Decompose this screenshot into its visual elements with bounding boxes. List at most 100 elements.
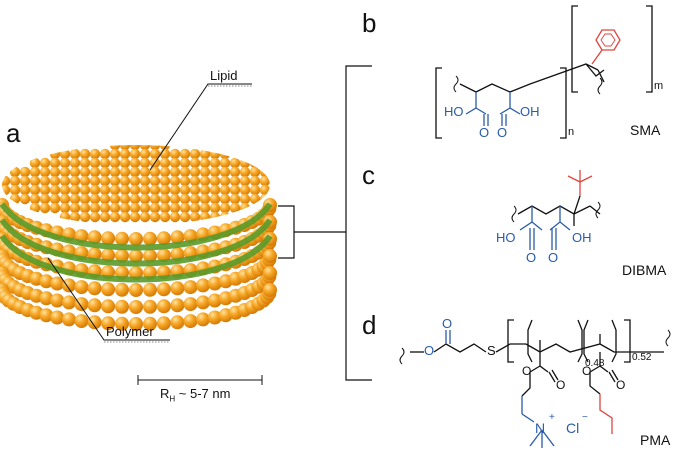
lipid-bead bbox=[139, 157, 151, 169]
lipid-bead bbox=[79, 193, 91, 205]
lipid-bead bbox=[19, 193, 31, 205]
sma-n-subscript: n bbox=[568, 126, 575, 138]
size-symbol: R bbox=[160, 386, 170, 401]
lipid-bead bbox=[129, 148, 141, 160]
dibma-oh-label: OH bbox=[572, 230, 592, 245]
lipid-bead bbox=[49, 193, 61, 205]
lipid-bead bbox=[199, 175, 211, 187]
lipid-bead bbox=[74, 280, 89, 295]
lipid-bead bbox=[219, 193, 231, 205]
lipid-bead bbox=[115, 248, 129, 263]
lipid-bead bbox=[196, 312, 210, 327]
lipid-bead bbox=[59, 193, 71, 205]
lipid-bead bbox=[87, 315, 102, 330]
lipid-bead bbox=[99, 193, 111, 205]
lipid-bead bbox=[69, 157, 81, 169]
lipid-bead bbox=[149, 175, 161, 187]
lipid-bead bbox=[239, 157, 251, 169]
lipid-bead bbox=[50, 293, 65, 308]
lipid-bead bbox=[109, 145, 121, 151]
polymer-label: Polymer bbox=[106, 324, 154, 339]
lipid-bead bbox=[259, 166, 270, 178]
lipid-bead bbox=[189, 175, 201, 187]
lipid-bead bbox=[89, 157, 101, 169]
pma-cl-label: Cl bbox=[566, 420, 580, 436]
lipid-bead bbox=[219, 157, 231, 169]
lipid-bead bbox=[169, 202, 181, 214]
lipid-bead bbox=[219, 175, 231, 187]
lipid-bead bbox=[179, 184, 191, 196]
lipid-bead bbox=[229, 157, 241, 169]
lipid-bead bbox=[79, 184, 91, 196]
lipid-bead bbox=[156, 316, 171, 331]
lipid-bead bbox=[39, 274, 54, 289]
lipid-bead bbox=[219, 166, 231, 178]
lipid-bead bbox=[159, 211, 171, 223]
lipid-bead bbox=[39, 202, 51, 214]
lipid-bead bbox=[239, 184, 251, 196]
lipid-bead bbox=[129, 175, 141, 187]
pma-name: PMA bbox=[640, 432, 671, 448]
lipid-bead bbox=[59, 148, 71, 160]
lipid-bead bbox=[207, 293, 222, 308]
lipid-bead bbox=[49, 202, 61, 214]
sma-oh-label: OH bbox=[520, 104, 540, 119]
lipid-bead bbox=[196, 278, 210, 293]
lipid-bead bbox=[219, 202, 231, 214]
lipid-bead bbox=[199, 211, 211, 223]
lipid-bead bbox=[74, 314, 89, 329]
lipid-bead bbox=[179, 211, 191, 223]
lipid-bead bbox=[2, 175, 11, 187]
lipid-bead bbox=[149, 202, 161, 214]
lipid-bead bbox=[59, 202, 71, 214]
nanodisc bbox=[0, 145, 277, 331]
lipid-bead bbox=[99, 157, 111, 169]
lipid-bead bbox=[119, 166, 131, 178]
lipid-bead bbox=[79, 175, 91, 187]
lipid-bead bbox=[115, 231, 129, 246]
lipid-bead bbox=[219, 211, 231, 223]
lipid-bead bbox=[199, 166, 211, 178]
lipid-bead bbox=[207, 276, 222, 291]
lipid-bead bbox=[109, 166, 121, 178]
dibma-structure bbox=[511, 170, 601, 250]
lipid-bead bbox=[219, 184, 231, 196]
lipid-bead bbox=[89, 202, 101, 214]
pma-x2: 0.52 bbox=[632, 352, 652, 363]
lipid-bead bbox=[89, 184, 101, 196]
lipid-bead bbox=[119, 202, 131, 214]
lipid-bead bbox=[119, 211, 131, 223]
lipid-bead bbox=[189, 157, 201, 169]
lipid-bead bbox=[119, 157, 131, 169]
lipid-bead bbox=[209, 202, 221, 214]
lipid-bead bbox=[19, 166, 31, 178]
lipid-bead bbox=[196, 295, 210, 310]
pma-n-label: N bbox=[535, 420, 546, 436]
lipid-bead bbox=[139, 175, 151, 187]
lipid-bead bbox=[129, 166, 141, 178]
lipid-bead bbox=[219, 148, 231, 160]
lipid-bead bbox=[89, 166, 101, 178]
lipid-bead bbox=[239, 193, 251, 205]
polymer-belt bbox=[0, 202, 273, 283]
lipid-bead bbox=[229, 193, 241, 205]
lipid-bead bbox=[101, 231, 116, 246]
lipid-bead bbox=[139, 202, 151, 214]
lipid-bead bbox=[9, 193, 21, 205]
lipid-bead bbox=[199, 202, 211, 214]
lipid-bead bbox=[29, 166, 41, 178]
lipid-bead bbox=[101, 299, 116, 314]
pma-o-ester: O bbox=[424, 343, 435, 358]
lipid-bead bbox=[62, 295, 76, 310]
polymer-band bbox=[0, 218, 273, 267]
lipid-bead bbox=[109, 175, 121, 187]
lipid-bead bbox=[149, 193, 161, 205]
lipid-bead bbox=[109, 148, 121, 160]
lipid-bead bbox=[89, 211, 101, 223]
lipid-bead bbox=[109, 184, 121, 196]
dibma-o-right: O bbox=[548, 250, 559, 265]
lipid-bead bbox=[29, 193, 41, 205]
lipid-bead bbox=[129, 232, 143, 246]
lipid-bead bbox=[139, 193, 151, 205]
